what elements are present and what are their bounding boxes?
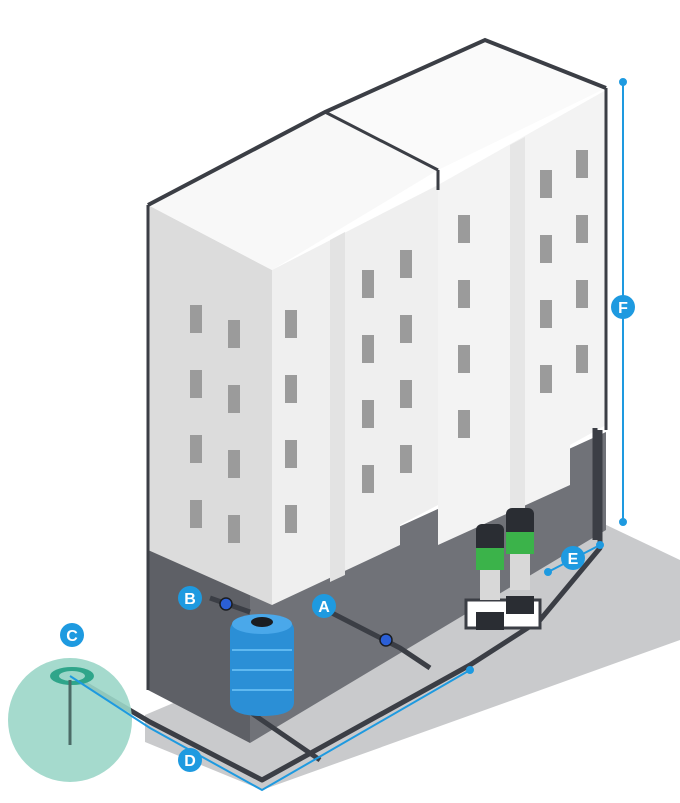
callout-a-label: A xyxy=(318,599,330,616)
callout-b-label: B xyxy=(184,591,196,608)
callout-c: C xyxy=(60,623,84,647)
window xyxy=(362,400,374,428)
callout-d: D xyxy=(178,748,202,772)
pump-left xyxy=(476,524,504,630)
valve-icon xyxy=(380,634,392,646)
height-dimension-end xyxy=(620,79,626,85)
callout-b: B xyxy=(178,586,202,610)
cistern-lid-inner xyxy=(59,671,85,681)
callout-e-end xyxy=(545,569,551,575)
building-left-face xyxy=(148,205,272,605)
window xyxy=(228,450,240,478)
window xyxy=(458,280,470,308)
window xyxy=(362,270,374,298)
window xyxy=(285,310,297,338)
window xyxy=(400,315,412,343)
window xyxy=(458,215,470,243)
window xyxy=(362,465,374,493)
window xyxy=(540,170,552,198)
water-storage-tank-icon xyxy=(230,614,294,716)
callout-d-label: D xyxy=(184,753,196,770)
window xyxy=(285,505,297,533)
callout-e-label: E xyxy=(568,551,579,568)
callout-c-label: C xyxy=(66,628,78,645)
window xyxy=(540,300,552,328)
window xyxy=(540,365,552,393)
window xyxy=(190,435,202,463)
pump-right xyxy=(506,508,534,614)
pump-body xyxy=(510,554,530,590)
callout-d-end xyxy=(467,667,473,673)
window xyxy=(458,410,470,438)
pilaster-shade-2 xyxy=(510,137,525,517)
window xyxy=(228,320,240,348)
height-dimension-end xyxy=(620,519,626,525)
window xyxy=(540,235,552,263)
callout-e: E xyxy=(561,546,585,570)
window xyxy=(400,445,412,473)
window xyxy=(458,345,470,373)
window xyxy=(576,280,588,308)
pump-foot xyxy=(506,596,534,614)
callout-f: F xyxy=(611,295,635,319)
tank-cap xyxy=(251,617,273,627)
pump-band xyxy=(506,532,534,554)
pump-band xyxy=(476,548,504,570)
window xyxy=(190,305,202,333)
valve-icon xyxy=(220,598,232,610)
window xyxy=(285,440,297,468)
window xyxy=(576,345,588,373)
window xyxy=(228,385,240,413)
window xyxy=(190,500,202,528)
pump-body xyxy=(480,570,500,600)
window xyxy=(400,380,412,408)
window xyxy=(576,150,588,178)
callout-e-end xyxy=(597,542,603,548)
window xyxy=(285,375,297,403)
window xyxy=(228,515,240,543)
callout-f-label: F xyxy=(618,300,628,317)
window xyxy=(400,250,412,278)
window xyxy=(362,335,374,363)
callout-a: A xyxy=(312,594,336,618)
pump-foot xyxy=(476,612,504,630)
window xyxy=(576,215,588,243)
window xyxy=(190,370,202,398)
pilaster-shade-1 xyxy=(330,232,345,582)
